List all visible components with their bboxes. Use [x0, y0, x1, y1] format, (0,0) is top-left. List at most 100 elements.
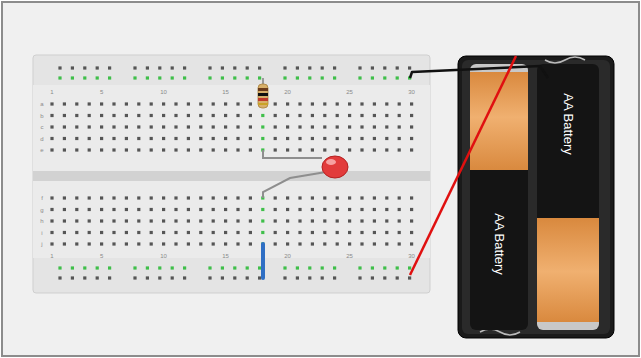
- hole: [308, 66, 311, 69]
- hole: [336, 148, 339, 151]
- hole: [212, 208, 215, 211]
- hole: [224, 242, 227, 245]
- column-number: 1: [50, 253, 53, 259]
- column-number: 10: [160, 253, 167, 259]
- hole: [187, 148, 190, 151]
- hole: [125, 114, 128, 117]
- hole: [274, 114, 277, 117]
- hole: [336, 137, 339, 140]
- hole: [336, 219, 339, 222]
- hole: [286, 148, 289, 151]
- hole: [137, 219, 140, 222]
- hole: [373, 148, 376, 151]
- hole: [63, 231, 66, 234]
- hole: [112, 148, 115, 151]
- hole: [174, 219, 177, 222]
- hole: [75, 219, 78, 222]
- hole: [75, 196, 78, 199]
- hole: [171, 276, 174, 279]
- hole: [212, 219, 215, 222]
- hole: [246, 66, 249, 69]
- hole: [410, 137, 413, 140]
- hole: [112, 231, 115, 234]
- hole: [274, 219, 277, 222]
- hole: [308, 76, 311, 79]
- hole: [398, 208, 401, 211]
- hole: [158, 76, 161, 79]
- hole: [274, 242, 277, 245]
- hole: [224, 114, 227, 117]
- hole: [246, 76, 249, 79]
- hole: [398, 242, 401, 245]
- hole: [174, 137, 177, 140]
- hole: [283, 266, 286, 269]
- column-number: 20: [284, 89, 291, 95]
- hole: [373, 242, 376, 245]
- hole: [162, 137, 165, 140]
- hole: [336, 231, 339, 234]
- hole: [112, 219, 115, 222]
- hole: [311, 196, 314, 199]
- hole: [187, 219, 190, 222]
- hole: [249, 242, 252, 245]
- hole: [336, 102, 339, 105]
- hole: [348, 219, 351, 222]
- battery-label: AA Battery: [561, 93, 576, 154]
- hole: [321, 276, 324, 279]
- hole: [296, 266, 299, 269]
- hole: [88, 231, 91, 234]
- hole: [274, 208, 277, 211]
- hole: [410, 114, 413, 117]
- hole: [174, 102, 177, 105]
- hole: [236, 114, 239, 117]
- hole: [323, 125, 326, 128]
- battery-holder-inner: [462, 60, 610, 334]
- hole: [112, 208, 115, 211]
- battery-label: AA Battery: [492, 213, 507, 274]
- hole: [398, 102, 401, 105]
- hole: [408, 266, 411, 269]
- hole: [348, 242, 351, 245]
- hole: [112, 137, 115, 140]
- hole: [187, 137, 190, 140]
- hole: [125, 196, 128, 199]
- hole: [199, 137, 202, 140]
- hole: [83, 76, 86, 79]
- hole: [199, 242, 202, 245]
- hole: [311, 208, 314, 211]
- hole: [311, 242, 314, 245]
- hole: [224, 208, 227, 211]
- jumper-wire: [261, 244, 265, 278]
- hole: [63, 242, 66, 245]
- hole: [199, 231, 202, 234]
- hole: [150, 137, 153, 140]
- hole: [286, 196, 289, 199]
- resistor-band: [258, 98, 268, 101]
- hole: [348, 125, 351, 128]
- hole: [348, 231, 351, 234]
- hole: [358, 66, 361, 69]
- hole: [371, 66, 374, 69]
- hole: [249, 196, 252, 199]
- hole: [187, 242, 190, 245]
- hole: [171, 66, 174, 69]
- hole: [146, 266, 149, 269]
- column-number: 30: [408, 253, 415, 259]
- hole: [75, 242, 78, 245]
- hole: [212, 114, 215, 117]
- hole: [396, 276, 399, 279]
- hole: [50, 102, 53, 105]
- hole: [373, 102, 376, 105]
- hole: [371, 76, 374, 79]
- column-number: 20: [284, 253, 291, 259]
- hole: [286, 137, 289, 140]
- hole: [75, 208, 78, 211]
- hole: [88, 137, 91, 140]
- hole: [296, 276, 299, 279]
- row-letter: j: [41, 241, 42, 247]
- hole: [199, 148, 202, 151]
- hole: [75, 148, 78, 151]
- hole: [125, 148, 128, 151]
- hole: [221, 66, 224, 69]
